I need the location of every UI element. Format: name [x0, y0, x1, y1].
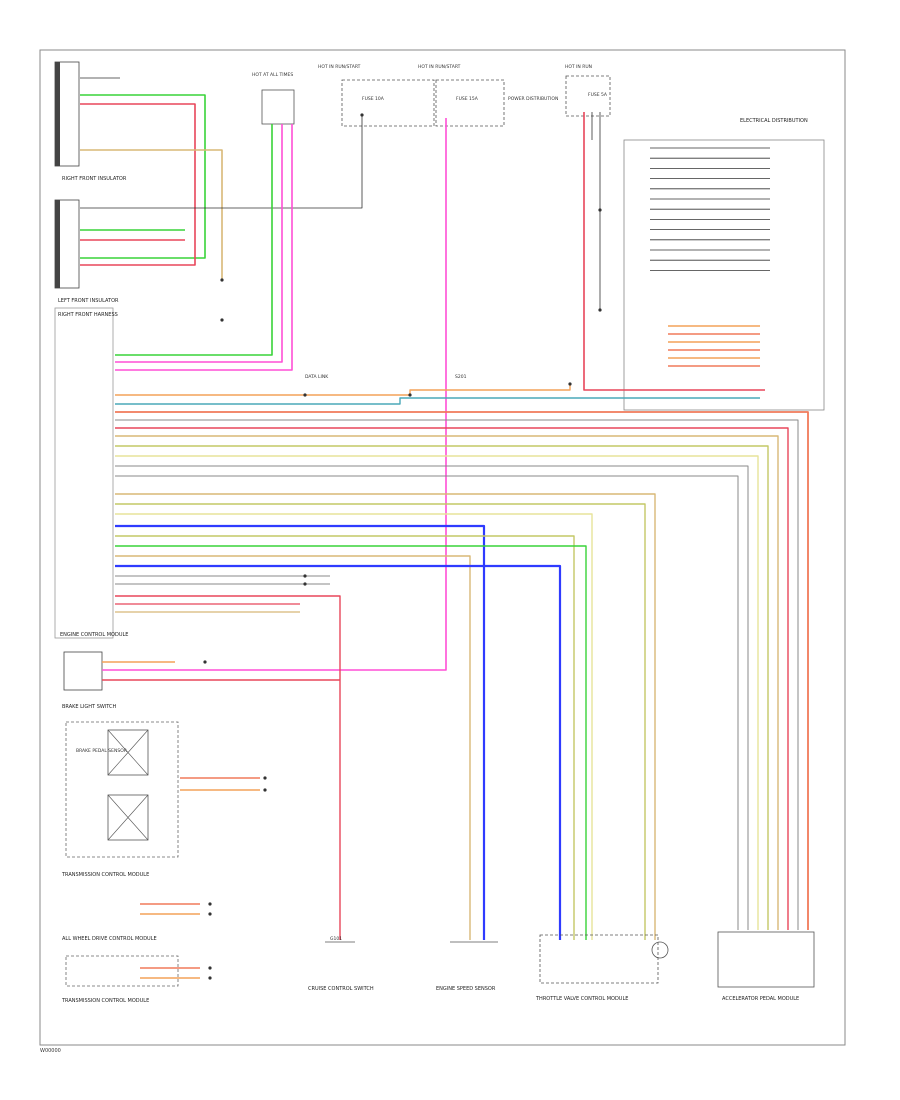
connector-pin — [598, 208, 602, 212]
connector-pin — [203, 660, 207, 664]
accelerator-pedal-module-label: ACCELERATOR PEDAL MODULE — [722, 996, 799, 1002]
fuse-block-top: HOT AT ALL TIMES HOT IN RUN/START FUSE 1… — [252, 64, 611, 127]
hot-in-run-a-label: HOT IN RUN/START — [318, 64, 361, 70]
connector-pin — [303, 393, 307, 397]
connector-pin — [263, 788, 267, 792]
wire-grey-b — [115, 465, 749, 930]
wire-olive-d — [115, 535, 575, 940]
wire-magenta-long — [102, 118, 447, 671]
hot-in-run-b-label: HOT IN RUN/START — [418, 64, 461, 70]
left-front-insulator-label: LEFT FRONT INSULATOR — [58, 298, 119, 304]
diagram-border — [39, 49, 846, 1046]
wire-tan-top — [80, 149, 223, 280]
engine-speed-sensor-label: ENGINE SPEED SENSOR — [436, 986, 496, 992]
connector-pin — [568, 382, 572, 386]
hot-at-all-times-label: HOT AT ALL TIMES — [252, 72, 293, 78]
cruise-switch-label: CRUISE CONTROL SWITCH — [308, 986, 374, 992]
cruise-switch-component: CRUISE CONTROL SWITCH — [308, 941, 374, 992]
fuse-5a-label: FUSE 5A — [588, 92, 608, 98]
brake-light-switch-label: BRAKE LIGHT SWITCH — [62, 704, 117, 710]
wire-blue-a — [115, 524, 486, 940]
connector-pin — [303, 574, 307, 578]
wire-pink-feed-b — [115, 124, 293, 371]
transmission-control-module-b-label: TRANSMISSION CONTROL MODULE — [61, 998, 149, 1004]
right-front-insulator-label: RIGHT FRONT INSULATOR — [62, 176, 127, 182]
wire-black-mid — [80, 115, 363, 209]
wire-red-b — [115, 427, 789, 930]
connector-pin — [208, 902, 212, 906]
wire-green-top — [80, 94, 206, 259]
left-front-insulator-connector: LEFT FRONT INSULATOR RIGHT FRONT HARNESS — [54, 298, 119, 639]
throttle-control-module-component: THROTTLE VALVE CONTROL MODULE — [535, 934, 669, 1002]
wire-salmon-long — [115, 411, 809, 930]
wire-tan-d — [115, 555, 471, 940]
connector-pin — [208, 976, 212, 980]
right-front-insulator-connector: RIGHT FRONT INSULATOR — [54, 61, 127, 182]
wire-group — [80, 77, 809, 979]
wire-yellow-c — [115, 513, 593, 940]
wire-olive-b — [115, 445, 769, 930]
power-distribution-label: POWER DISTRIBUTION — [508, 96, 558, 102]
engine-speed-sensor-component: ENGINE SPEED SENSOR — [436, 941, 498, 992]
hot-in-run-c-label: HOT IN RUN — [565, 64, 592, 70]
connector-pin — [220, 278, 224, 282]
right-front-harness-connector — [54, 199, 80, 289]
engine-control-module-box: ENGINE CONTROL MODULE — [60, 632, 128, 691]
right-front-harness-label: RIGHT FRONT HARNESS — [58, 312, 118, 318]
connector-pin — [220, 318, 224, 322]
wire-tan-c — [115, 493, 656, 940]
wire-red-top — [80, 103, 196, 266]
throttle-control-module-label: THROTTLE VALVE CONTROL MODULE — [535, 996, 628, 1002]
transmission-control-module-a-label: TRANSMISSION CONTROL MODULE — [61, 872, 149, 878]
wire-teal-bus — [115, 397, 760, 405]
data-link-label: DATA LINK — [305, 374, 329, 380]
awd-module-box: ALL WHEEL DRIVE CONTROL MODULE TRANSMISS… — [61, 936, 179, 1004]
connector-pin — [598, 308, 602, 312]
ground-label: G101 — [330, 936, 342, 942]
footer-code: W00000 — [40, 1048, 61, 1054]
brake-light-switch-box: BRAKE LIGHT SWITCH BRAKE PEDAL SENSOR — [62, 704, 179, 858]
engine-control-module-label: ENGINE CONTROL MODULE — [60, 632, 128, 638]
wire-red-right — [583, 112, 765, 391]
wire-olive-c — [115, 503, 646, 940]
wire-orange-bus — [115, 384, 571, 396]
fuse-10a-label: FUSE 10A — [362, 96, 385, 102]
connector-pin — [408, 393, 412, 397]
engine-control-module-right: ELECTRICAL DISTRIBUTION — [623, 118, 825, 411]
wire-blue-b — [115, 564, 562, 940]
wire-green-d — [115, 545, 587, 940]
wire-tan-b — [115, 435, 779, 930]
wire-pink-d — [115, 595, 341, 940]
brake-pedal-sensor-label: BRAKE PEDAL SENSOR — [76, 748, 127, 754]
fuse-15a-label: FUSE 15A — [456, 96, 479, 102]
splice-label: S201 — [455, 374, 467, 380]
connector-pin — [208, 912, 212, 916]
connector-pin — [263, 776, 267, 780]
wire-pink-feed-a — [115, 124, 283, 363]
wire-grey-c — [115, 475, 739, 930]
connector-pin — [303, 582, 307, 586]
awd-module-label: ALL WHEEL DRIVE CONTROL MODULE — [62, 936, 157, 942]
accelerator-pedal-module-component: ACCELERATOR PEDAL MODULE — [717, 931, 815, 1002]
wire-yellow-b — [115, 455, 759, 930]
transmission-control-module-a-box: TRANSMISSION CONTROL MODULE — [61, 872, 149, 878]
connector-pin — [360, 113, 364, 117]
connector-pin — [208, 966, 212, 970]
wire-grey-a — [115, 419, 799, 930]
electrical-distribution-label: ELECTRICAL DISTRIBUTION — [740, 118, 808, 124]
wire-green-feed — [115, 124, 273, 356]
pin-group — [203, 113, 602, 980]
